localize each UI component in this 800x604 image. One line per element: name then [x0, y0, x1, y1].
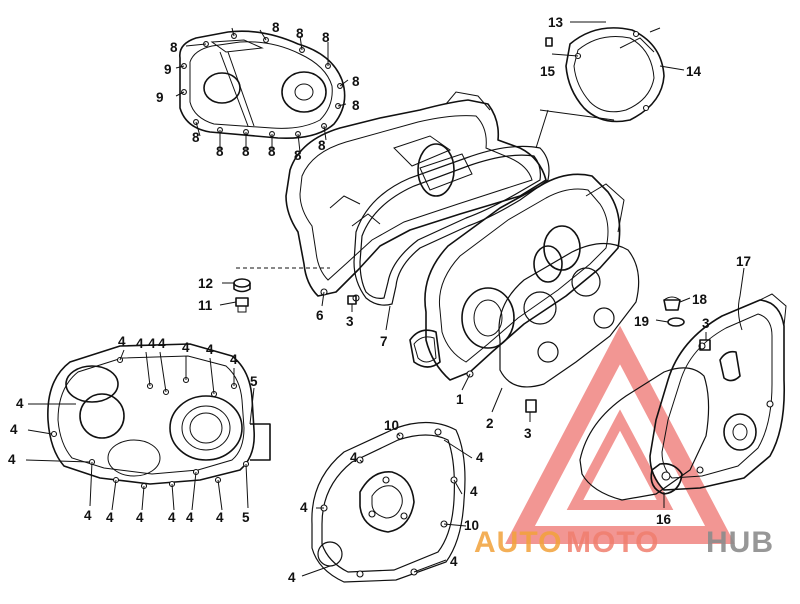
callout-8: 8: [352, 98, 360, 113]
leader-18: [679, 297, 691, 303]
callout-4: 4: [84, 508, 92, 523]
plug-12: [233, 278, 251, 293]
leader-7: [385, 305, 391, 331]
callout-4: 4: [470, 484, 478, 499]
callout-8: 8: [170, 40, 178, 55]
callout-8: 8: [322, 30, 330, 45]
callout-3: 3: [524, 426, 532, 441]
callout-8: 8: [272, 20, 280, 35]
callout-8: 8: [192, 130, 200, 145]
right-case-gasket: [498, 242, 640, 388]
callout-16: 16: [656, 512, 672, 527]
callout-4: 4: [182, 340, 190, 355]
watermark-auto: AUTO: [474, 526, 562, 559]
callout-9: 9: [164, 62, 172, 77]
o-ring-19: [667, 317, 685, 327]
callout-11: 11: [198, 298, 213, 313]
callout-4: 4: [16, 396, 24, 411]
crankcase-right-half: [409, 173, 625, 381]
leader-2: [491, 387, 503, 413]
callout-8: 8: [318, 138, 326, 153]
leaders-8-9: [175, 27, 349, 153]
leaders-4-10-center: [301, 433, 473, 577]
stator-cover: [649, 293, 787, 495]
callout-4: 4: [106, 510, 114, 525]
callout-7: 7: [380, 334, 388, 349]
watermark-logo: [505, 325, 735, 544]
watermark-text: AUTO MOTO HUB: [474, 526, 774, 559]
callout-4: 4: [136, 510, 144, 525]
callout-6: 6: [316, 308, 324, 323]
dowel-pins: [347, 295, 711, 413]
callout-15: 15: [540, 64, 556, 79]
callout-4: 4: [8, 452, 16, 467]
callout-5: 5: [242, 510, 250, 525]
callout-18: 18: [692, 292, 708, 307]
oil-plug-18: [663, 296, 681, 311]
callout-labels: 8 8 8 8 8 8 8 8 8 8 8 8 9 9 13 14 15 12 …: [8, 15, 751, 585]
callout-3: 3: [702, 316, 710, 331]
callout-4: 4: [168, 510, 176, 525]
callout-8: 8: [216, 144, 224, 159]
callout-8: 8: [268, 144, 276, 159]
leader-19: [655, 319, 669, 323]
watermark-triangle-icon: [505, 325, 735, 544]
callout-1: 1: [456, 392, 464, 407]
callout-8: 8: [242, 144, 250, 159]
callout-8: 8: [296, 26, 304, 41]
callout-4: 4: [158, 336, 166, 351]
callout-4: 4: [118, 334, 126, 349]
callout-4: 4: [206, 342, 214, 357]
callout-4: 4: [216, 510, 224, 525]
callout-4: 4: [230, 352, 238, 367]
callout-10: 10: [384, 418, 399, 433]
callout-10: 10: [464, 518, 479, 533]
callout-4: 4: [136, 336, 144, 351]
callout-14: 14: [686, 64, 702, 79]
callout-17: 17: [736, 254, 751, 269]
callout-13: 13: [548, 15, 564, 30]
leader-6: [321, 291, 325, 307]
callout-8: 8: [352, 74, 360, 89]
leaders-4-left: [25, 349, 255, 511]
callout-4-extra: 4: [450, 554, 458, 569]
callout-3: 3: [346, 314, 354, 329]
drain-plug-11: [235, 297, 249, 313]
callout-2: 2: [486, 416, 494, 431]
outer-cover: [179, 30, 346, 140]
callout-4: 4: [186, 510, 194, 525]
watermark-inner-triangle-icon: [566, 409, 674, 510]
leader-17: [737, 267, 745, 331]
callout-5: 5: [250, 374, 258, 389]
callout-4: 4: [350, 450, 358, 465]
stator-cover-plate: [545, 27, 665, 123]
watermark-moto: MOTO: [566, 526, 659, 559]
callout-4: 4: [10, 422, 18, 437]
stator-cover-gasket: [579, 367, 710, 501]
callout-4: 4: [148, 336, 156, 351]
callout-9: 9: [156, 90, 164, 105]
cover-gasket: [311, 421, 466, 583]
callout-4: 4: [300, 500, 308, 515]
leader-14-case: [535, 109, 615, 149]
case-gasket: [353, 145, 550, 306]
callout-8: 8: [294, 148, 302, 163]
callout-4: 4: [288, 570, 296, 585]
leader-1: [461, 373, 471, 391]
leader-11: [219, 301, 237, 306]
callout-19: 19: [634, 314, 649, 329]
callout-4: 4: [476, 450, 484, 465]
watermark-hub: HUB: [706, 526, 774, 559]
leader-15: [551, 53, 579, 57]
leader-14: [659, 65, 685, 71]
callout-12: 12: [198, 276, 213, 291]
left-inner-cover: [47, 343, 271, 490]
